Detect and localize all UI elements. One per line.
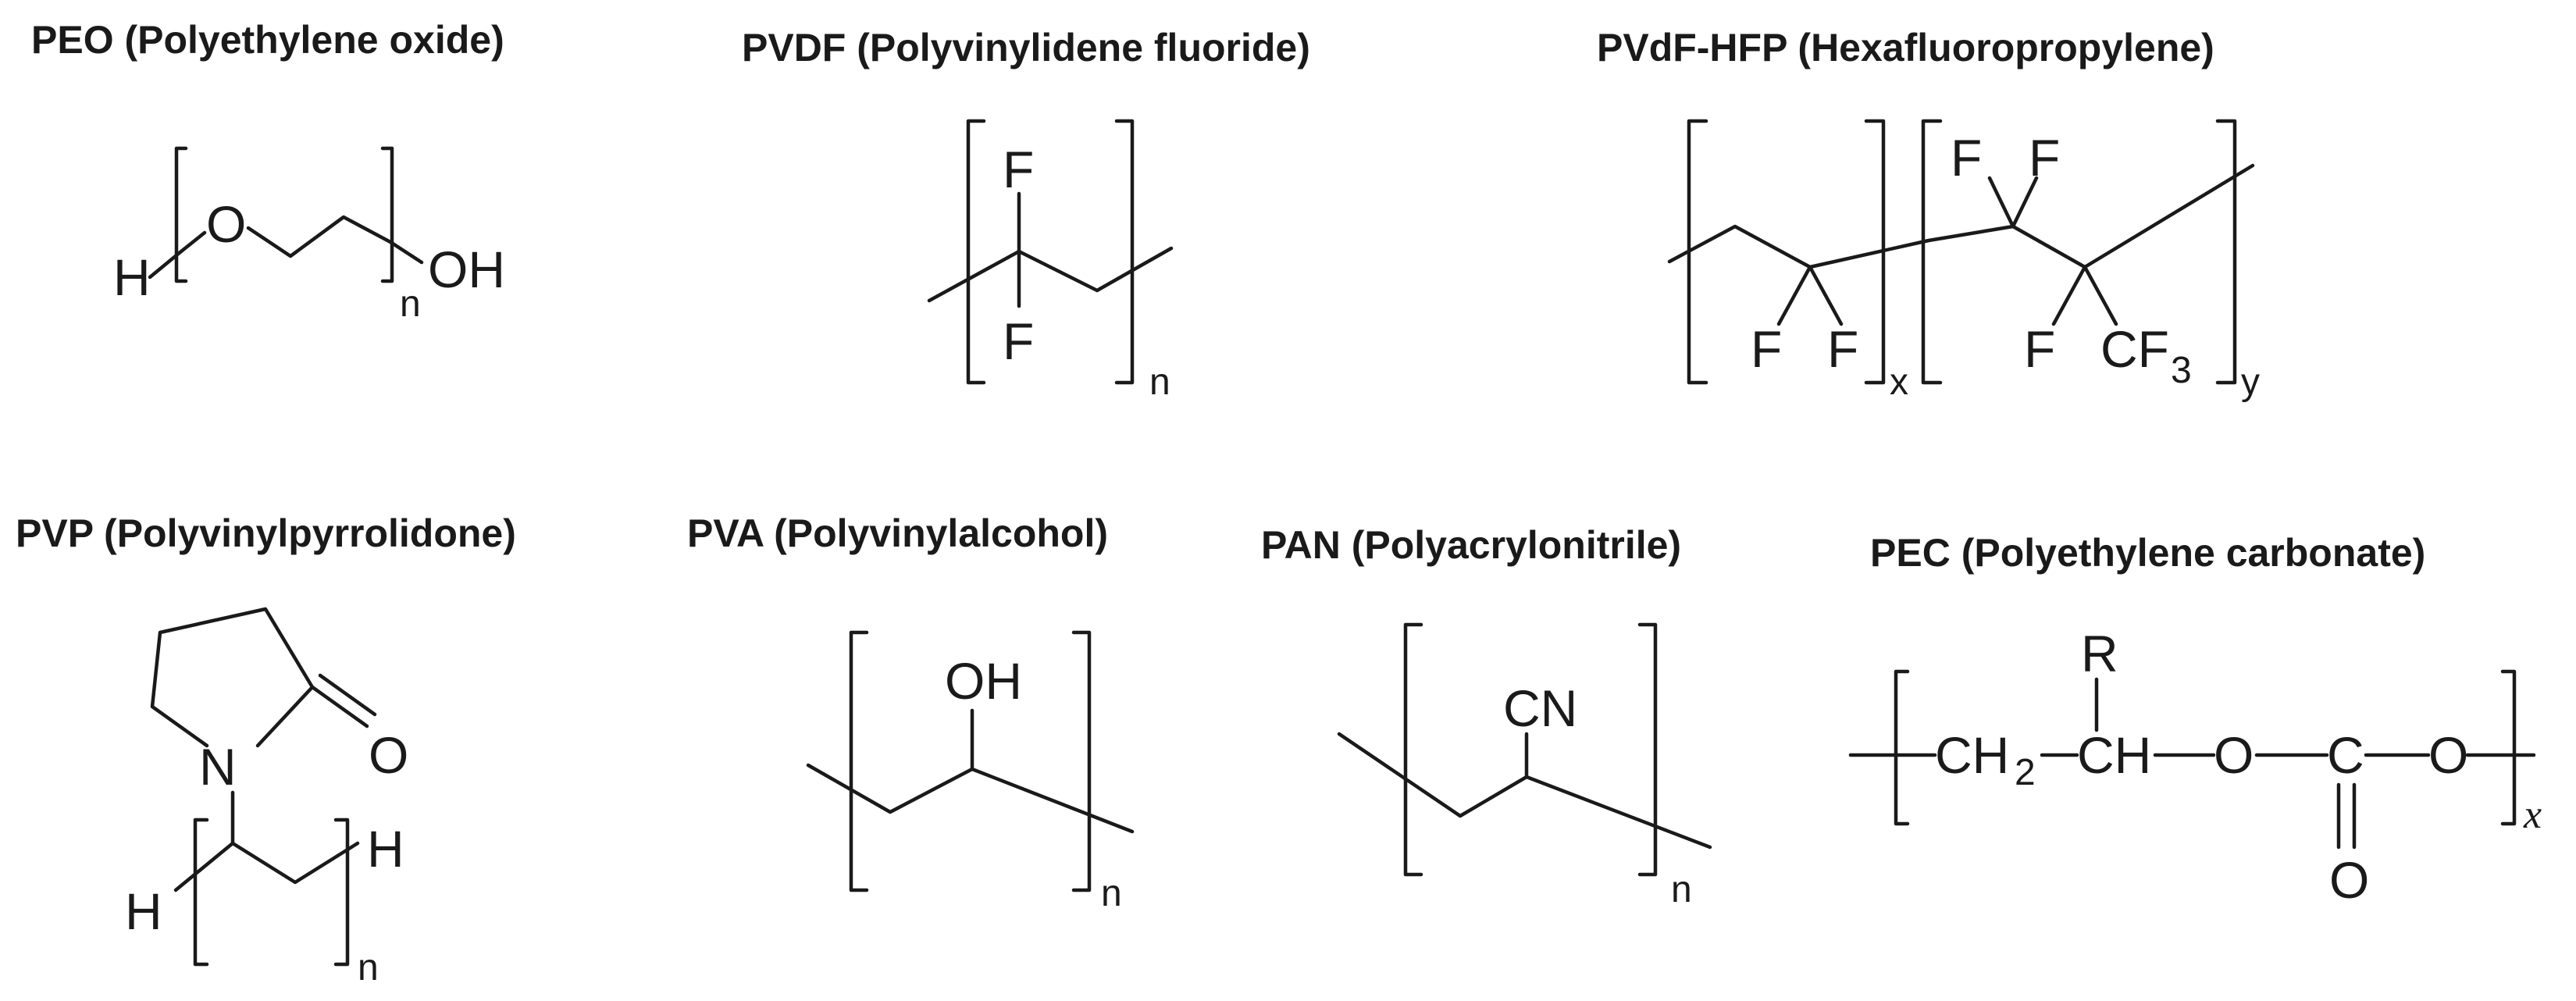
pvdf-title: PVDF (Polyvinylidene fluoride) — [742, 26, 1310, 69]
pvp-o-atom: O — [369, 726, 408, 784]
pvp-structure: PVP (Polyvinylpyrrolidone) O N H H n — [16, 511, 516, 989]
pec-r-group: R — [2081, 625, 2118, 682]
pan-bracket-left — [1403, 622, 1423, 877]
pvdf-hfp-bond-f5 — [2051, 265, 2087, 326]
peo-o-atom: O — [206, 195, 246, 253]
pec-ch: CH — [2077, 726, 2151, 784]
pan-bracket-right — [1637, 622, 1658, 877]
peo-bracket-left — [174, 146, 188, 283]
pvdf-hfp-bracket-1-left — [1687, 119, 1708, 385]
pan-cn-group: CN — [1503, 679, 1577, 737]
pvdf-hfp-bracket-2-left — [1921, 119, 1943, 385]
pec-bracket-right — [2500, 669, 2517, 826]
pec-bracket-left — [1894, 669, 1910, 826]
peo-bracket-right — [380, 146, 394, 283]
pec-x-subscript: x — [2523, 793, 2542, 837]
peo-title: PEO (Polyethylene oxide) — [31, 18, 504, 62]
pvdf-hfp-f4: F — [2029, 129, 2060, 187]
pvdf-hfp-bracket-2-right — [2215, 119, 2237, 385]
pva-structure: PVA (Polyvinylalcohol) OH n — [687, 511, 1135, 914]
pvp-bond-chain — [173, 841, 360, 892]
pvp-bracket-right — [333, 818, 350, 967]
pvdf-hfp-f2: F — [1827, 320, 1858, 378]
pvp-title: PVP (Polyvinylpyrrolidone) — [16, 511, 516, 555]
pvdf-hfp-structure: PVdF-HFP (Hexafluoropropylene) F F x F F… — [1597, 26, 2260, 403]
pvdf-hfp-bond-f4 — [2011, 176, 2039, 229]
pec-title: PEC (Polyethylene carbonate) — [1870, 531, 2425, 575]
pva-bond-chain — [806, 763, 1135, 834]
peo-bond-chain — [246, 215, 393, 258]
peo-bond-1 — [179, 230, 207, 254]
pvp-carbonyl-double-bond — [310, 673, 377, 728]
pec-c: C — [2327, 726, 2364, 784]
pan-title: PAN (Polyacrylonitrile) — [1261, 523, 1681, 567]
pvdf-bond-chain — [927, 246, 1174, 303]
pvdf-hfp-f3: F — [1951, 129, 1982, 187]
pva-bracket-right — [1071, 630, 1092, 892]
pvdf-f-top: F — [1003, 141, 1034, 198]
pec-carbonyl-double-bond — [2336, 782, 2357, 850]
pva-oh-group: OH — [945, 652, 1022, 710]
pvdf-hfp-x-subscript: x — [1890, 362, 1908, 403]
pvdf-hfp-y-subscript: y — [2241, 362, 2260, 403]
pvp-h-left: H — [125, 882, 162, 940]
pvdf-hfp-bond-f1 — [1776, 265, 1812, 326]
pvdf-hfp-bond-f3 — [1987, 176, 2015, 229]
pvdf-structure: PVDF (Polyvinylidene fluoride) F F n — [742, 26, 1310, 403]
peo-oh-group: OH — [428, 240, 505, 298]
peo-bond-oh — [388, 240, 424, 265]
peo-h-atom: H — [113, 248, 151, 306]
pvdf-hfp-title: PVdF-HFP (Hexafluoropropylene) — [1597, 26, 2214, 69]
pvp-n-atom: N — [199, 738, 237, 796]
pec-ch2-c: CH — [1935, 726, 2009, 784]
pec-ch2-subscript: 2 — [2015, 752, 2036, 793]
pvdf-bracket-right — [1114, 119, 1135, 385]
pan-n-subscript: n — [1671, 869, 1692, 910]
pvdf-hfp-f5: F — [2024, 320, 2055, 378]
pec-o1: O — [2214, 726, 2254, 784]
peo-n-subscript: n — [400, 283, 421, 325]
pvp-n-subscript: n — [358, 947, 379, 989]
pvdf-hfp-bracket-1-right — [1864, 119, 1886, 385]
pvdf-bracket-left — [966, 119, 986, 385]
pec-o3: O — [2329, 851, 2369, 909]
pva-title: PVA (Polyvinylalcohol) — [687, 511, 1108, 555]
pva-bracket-left — [849, 630, 869, 892]
pvdf-hfp-cf3-subscript: 3 — [2171, 350, 2192, 391]
pec-structure: PEC (Polyethylene carbonate) CH 2 CH R O… — [1848, 531, 2542, 909]
pvdf-hfp-cf3-c: CF — [2100, 320, 2169, 378]
pan-bond-chain — [1337, 732, 1712, 850]
pvdf-hfp-f1: F — [1751, 320, 1782, 378]
pec-o2: O — [2428, 726, 2468, 784]
pvp-h-right: H — [367, 820, 404, 878]
peo-structure: PEO (Polyethylene oxide) H O OH n — [31, 18, 505, 325]
pvdf-n-subscript: n — [1149, 362, 1170, 403]
pva-n-subscript: n — [1101, 873, 1122, 914]
pvdf-f-bottom: F — [1003, 312, 1034, 370]
pvdf-hfp-bond-f2 — [1808, 265, 1844, 326]
pan-structure: PAN (Polyacrylonitrile) CN n — [1261, 523, 1712, 910]
pvp-ring-bonds — [150, 607, 315, 748]
pvdf-hfp-bond-cf3 — [2083, 265, 2118, 326]
pvp-bracket-left — [193, 818, 209, 967]
